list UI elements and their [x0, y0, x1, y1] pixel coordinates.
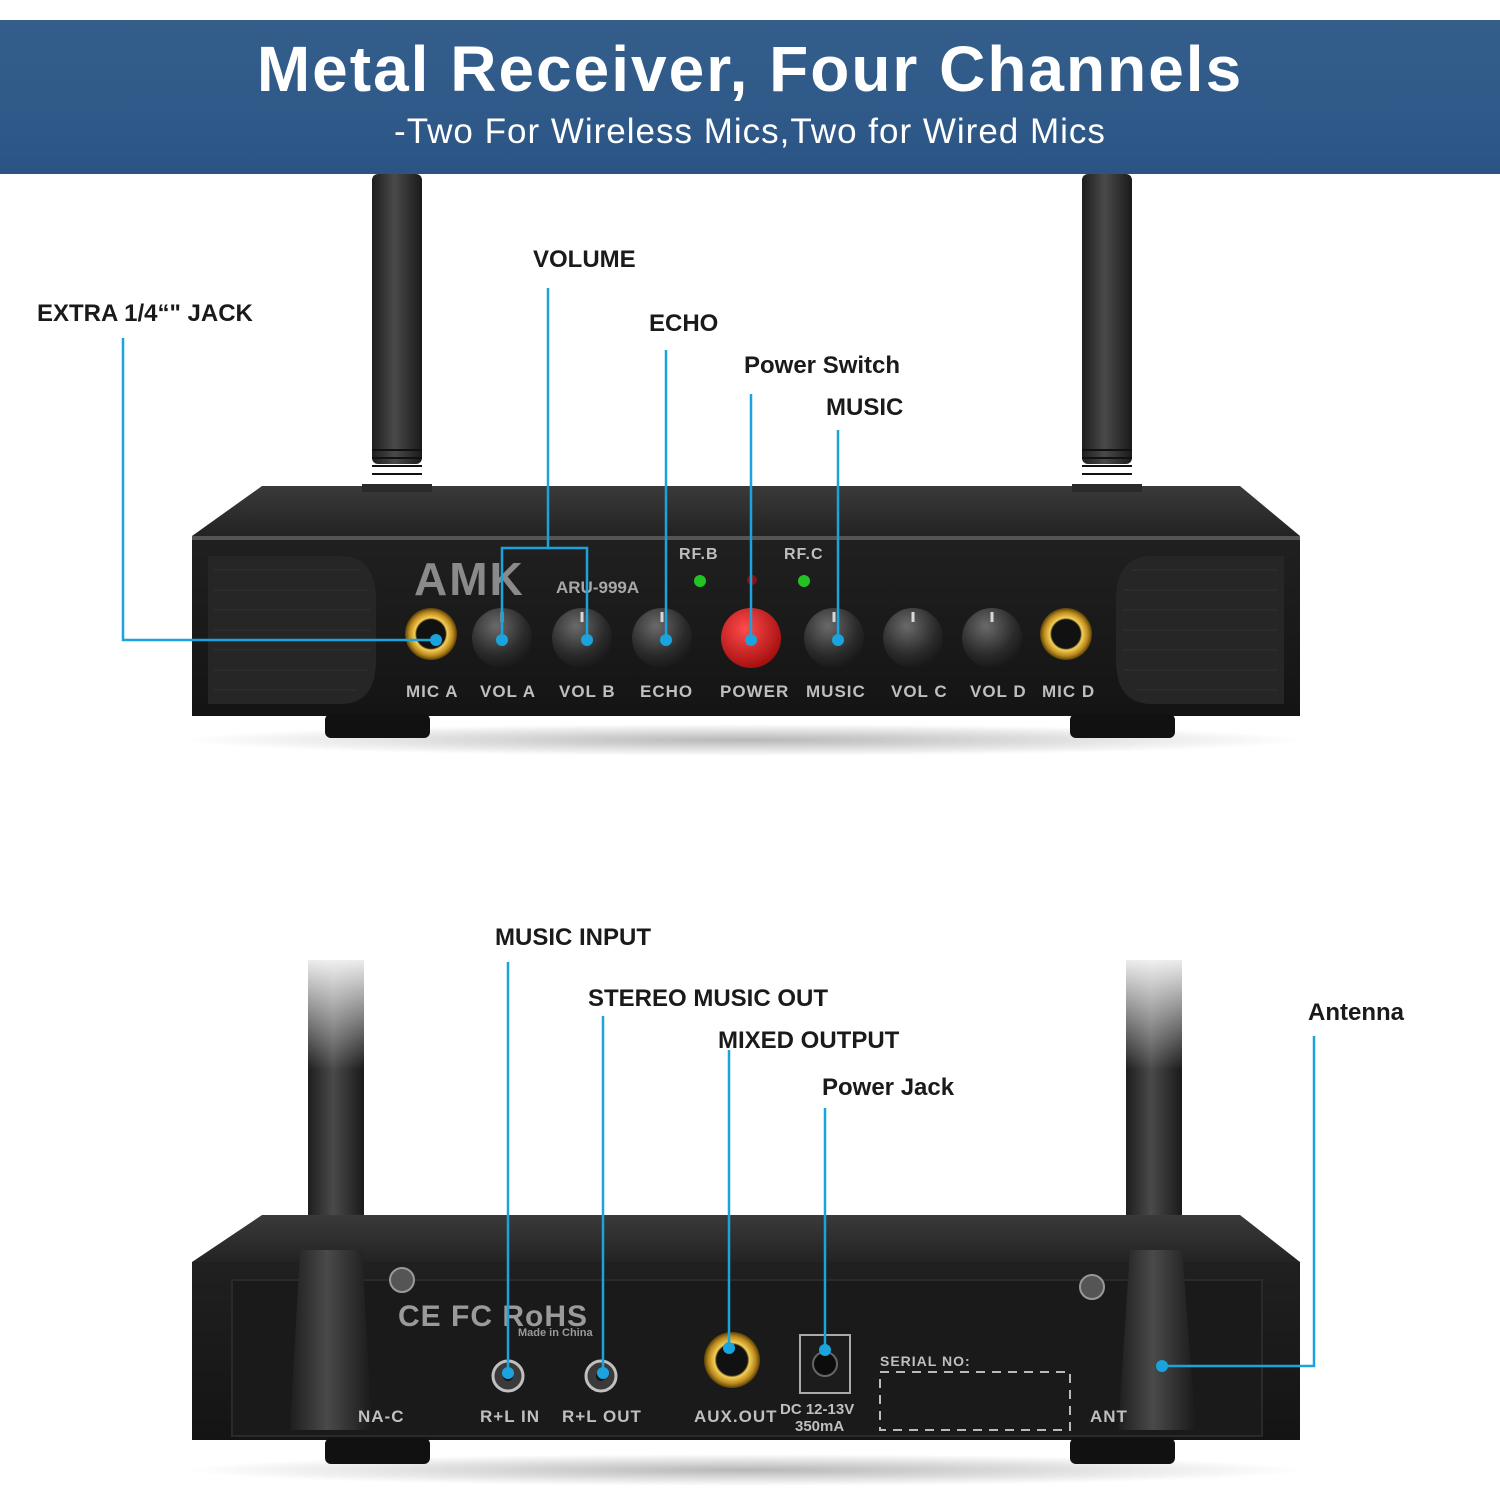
- serial-box: [879, 1371, 1071, 1431]
- panel-label-power: POWER: [720, 682, 790, 701]
- panel-label-rl-in: R+L IN: [480, 1407, 541, 1426]
- mic-d-jack[interactable]: [1040, 608, 1092, 660]
- antenna-right: [1082, 174, 1132, 464]
- panel-label-mic-d: MIC D: [1042, 682, 1096, 701]
- aux-out-jack[interactable]: [704, 1332, 760, 1388]
- power-led: [747, 575, 757, 585]
- panel-label-vol-a: VOL A: [480, 682, 537, 701]
- screw-right: [1079, 1274, 1105, 1300]
- brand-logo: AMK: [414, 553, 525, 605]
- vol-c-knob[interactable]: [883, 608, 943, 668]
- front-receiver: [185, 174, 1305, 756]
- banner-subtitle: -Two For Wireless Mics,Two for Wired Mic…: [394, 112, 1106, 151]
- rf-c-led: [798, 575, 810, 587]
- screw-left: [389, 1267, 415, 1293]
- callout-stereo-music-out: STEREO MUSIC OUT: [588, 985, 829, 1012]
- callout-echo: ECHO: [649, 310, 719, 337]
- header-banner: [0, 20, 1500, 174]
- power-button[interactable]: [721, 608, 781, 668]
- callout-power-switch: Power Switch: [744, 352, 901, 379]
- back-receiver: [185, 950, 1305, 1486]
- callout-music-input: MUSIC INPUT: [495, 924, 651, 951]
- panel-label-aux-out: AUX.OUT: [694, 1407, 778, 1426]
- callout-music: MUSIC: [826, 394, 904, 421]
- indicator-label-rf-c: RF.C: [784, 546, 824, 563]
- mic-a-jack[interactable]: [405, 608, 457, 660]
- panel-label-ant-left: NA-C: [358, 1407, 405, 1426]
- panel-label-vol-b: VOL B: [559, 682, 616, 701]
- made-in-label: Made in China: [518, 1327, 593, 1339]
- banner-title: Metal Receiver, Four Channels: [256, 33, 1244, 105]
- panel-label-music: MUSIC: [806, 682, 866, 701]
- panel-label-serial: SERIAL NO:: [880, 1353, 971, 1369]
- panel-label-vol-d: VOL D: [970, 682, 1027, 701]
- callout-extra-jack: EXTRA 1/4“" JACK: [37, 300, 253, 327]
- callout-antenna: Antenna: [1308, 999, 1404, 1026]
- rf-b-led: [694, 575, 706, 587]
- panel-label-vol-c: VOL C: [891, 682, 948, 701]
- panel-label-rl-out: R+L OUT: [562, 1407, 642, 1426]
- panel-label-echo: ECHO: [640, 682, 694, 701]
- panel-label-dc-current: 350mA: [795, 1418, 845, 1435]
- indicator-label-rf-b: RF.B: [679, 546, 719, 563]
- antenna-left: [372, 174, 422, 464]
- panel-label-mic-a: MIC A: [406, 682, 459, 701]
- panel-label-ant-right: ANT: [1090, 1407, 1128, 1426]
- certification-marks: CE FC RoHS: [398, 1300, 588, 1333]
- callout-mixed-output: MIXED OUTPUT: [718, 1027, 900, 1054]
- panel-label-dc-voltage: DC 12-13V: [780, 1401, 855, 1418]
- vol-d-knob[interactable]: [962, 608, 1022, 668]
- callout-power-jack: Power Jack: [822, 1074, 955, 1101]
- callout-volume: VOLUME: [533, 246, 636, 273]
- model-number: ARU-999A: [556, 578, 640, 597]
